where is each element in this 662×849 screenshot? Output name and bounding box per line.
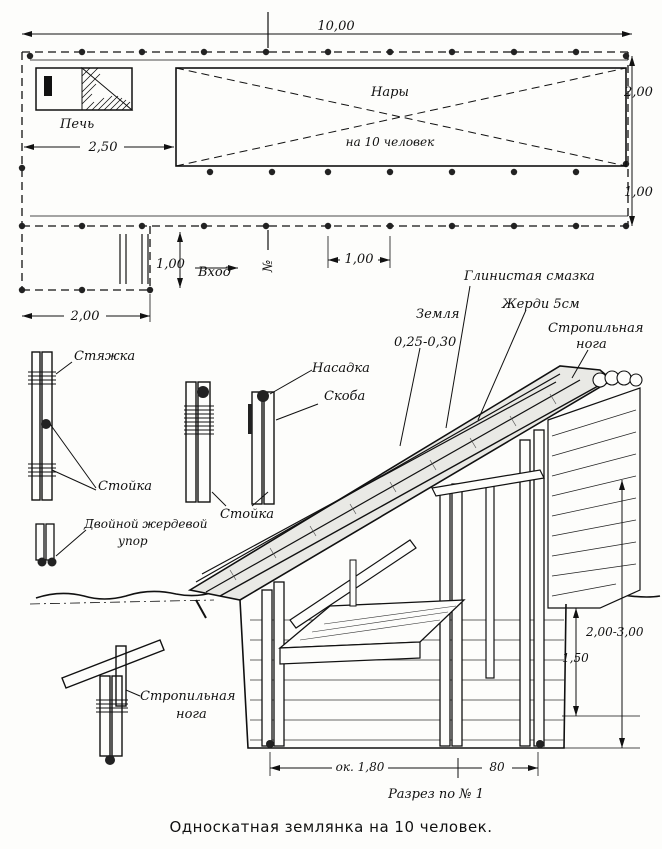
label-capacity: на 10 человек	[346, 135, 435, 149]
label-rafter-2: нога	[576, 337, 607, 352]
figure-caption: Односкатная землянка на 10 человек.	[169, 818, 492, 836]
label-rafter-detail-2: нога	[176, 707, 207, 722]
dim-passage: 80	[489, 760, 505, 774]
dim-entrance-width: 1,00	[624, 185, 653, 200]
label-post: Стойка	[98, 479, 152, 494]
dim-entrance-depth: 2,00	[70, 309, 100, 324]
dim-stove-offset: 2,50	[88, 140, 118, 155]
section-title: Разрез по № 1	[387, 787, 484, 802]
posts-middle-row	[18, 160, 630, 176]
detail-rafter	[61, 639, 165, 765]
dim-depth: 1,50	[562, 651, 589, 665]
entrance	[119, 234, 149, 284]
detail-cap	[184, 369, 319, 507]
posts-top-row	[26, 48, 630, 60]
label-double-stop-2: упор	[117, 534, 148, 548]
label-rafter-detail: Стропильная	[140, 689, 235, 704]
stove	[35, 66, 134, 111]
label-earth-thickness: 0,25-0,30	[394, 335, 456, 350]
label-tie: Стяжка	[74, 349, 135, 364]
label-stove: Печь	[59, 117, 94, 132]
label-bracket: Скоба	[324, 389, 365, 404]
label-poles: Жерди 5см	[501, 297, 580, 312]
label-cap: Насадка	[311, 361, 370, 376]
plan-view: 10,00	[18, 12, 653, 324]
dim-total-length: 10,00	[317, 19, 354, 34]
label-entrance: Вход	[197, 265, 231, 280]
dim-entrance-length: 1,00	[156, 257, 185, 272]
section-view	[29, 285, 661, 778]
label-clay: Глинистая смазка	[463, 269, 595, 284]
label-earth: Земля	[416, 307, 459, 322]
dim-post-spacing: 1,00	[345, 252, 374, 267]
dim-width: 2,00	[623, 85, 653, 100]
label-post-2: Стойка	[220, 507, 274, 522]
dim-bottom-width: ок. 1,80	[336, 760, 385, 774]
dim-depth-range: 2,00-3,00	[585, 625, 644, 639]
posts-bottom-row	[18, 222, 630, 294]
bunks	[175, 67, 627, 167]
detail-tie	[28, 351, 97, 567]
label-bunks: Нары	[370, 85, 409, 100]
label-double-stop: Двойной жердевой	[83, 517, 207, 531]
label-rafter: Стропильная	[548, 321, 643, 336]
label-section-mark: №	[261, 260, 276, 273]
